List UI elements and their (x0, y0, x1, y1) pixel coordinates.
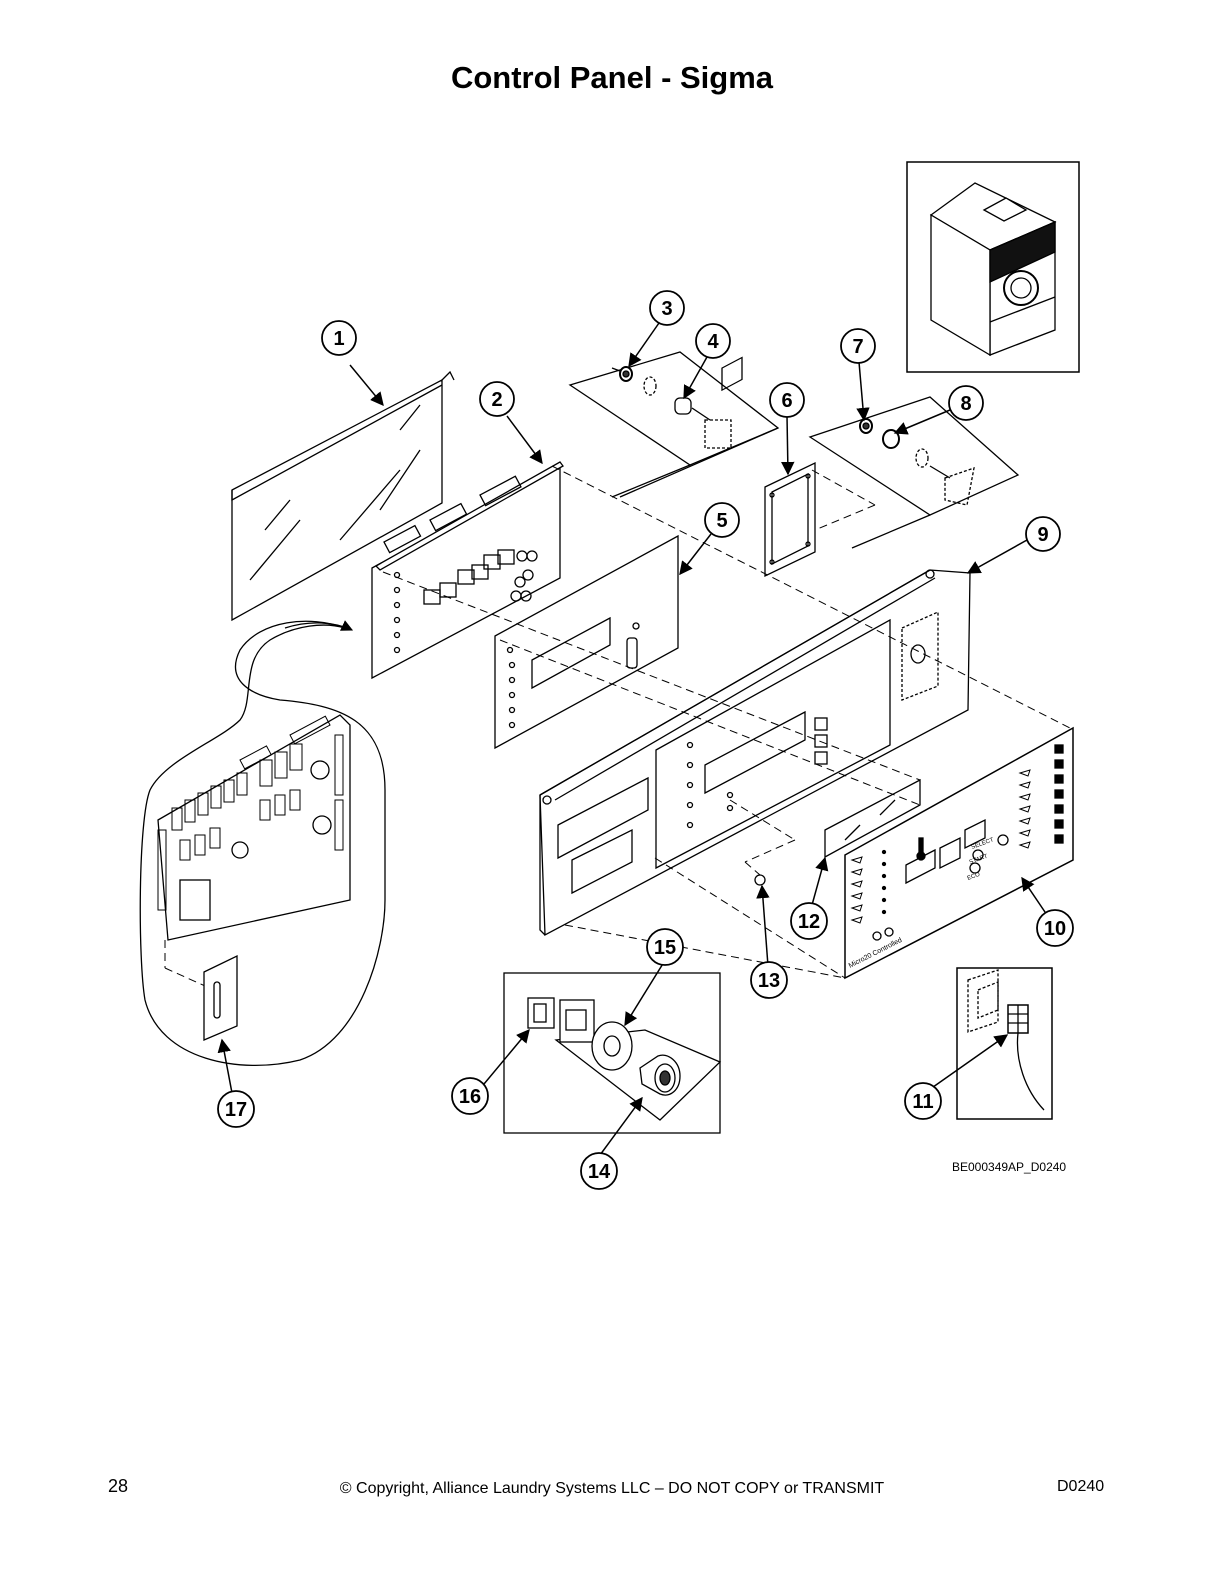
callout-6-label: 6 (781, 390, 792, 412)
callout-7-label: 7 (852, 336, 863, 358)
callout-5: 5 (704, 502, 740, 538)
figure-code: BE000349AP_D0240 (952, 1160, 1067, 1174)
callout-13: 13 (750, 961, 788, 999)
mounting-plate-part (494, 534, 679, 750)
callout-1-label: 1 (333, 328, 344, 350)
knob-detail-plane-7-8 (808, 396, 1020, 549)
callout-15-label: 15 (654, 937, 676, 959)
page-number: 28 (108, 1476, 129, 1496)
page-title: Control Panel - Sigma (450, 60, 774, 95)
pcb-detail-bubble (139, 620, 386, 1066)
callout-2: 2 (479, 381, 515, 417)
callout-7: 7 (840, 328, 876, 364)
decal-eco-label: ECO (967, 872, 982, 882)
machine-thumbnail (906, 161, 1080, 373)
callout-10: 10 (1036, 909, 1074, 947)
callout-12-label: 12 (798, 911, 820, 933)
e-stop-detail-inset (503, 972, 722, 1134)
callout-1: 1 (321, 320, 357, 356)
callout-2-label: 2 (491, 389, 502, 411)
front-decal-part: SELECT START ECO Micro20 Controlled (844, 726, 1074, 980)
callout-9-label: 9 (1037, 524, 1048, 546)
harness-detail-inset (956, 967, 1053, 1120)
callout-3: 3 (649, 290, 685, 326)
callout-16-label: 16 (459, 1086, 481, 1108)
display-lens-part (824, 778, 921, 859)
callout-15: 15 (646, 928, 684, 966)
callout-8: 8 (948, 385, 984, 421)
callout-5-label: 5 (716, 510, 727, 532)
callout-4: 4 (695, 323, 731, 359)
callout-13-label: 13 (758, 970, 780, 992)
callout-14: 14 (580, 1152, 618, 1190)
callout-17: 17 (217, 1090, 255, 1128)
glass-window-part (231, 370, 455, 622)
circuit-board-part (371, 461, 564, 680)
small-button-part (754, 874, 766, 886)
callout-12: 12 (790, 902, 828, 940)
copyright-notice: © Copyright, Alliance Laundry Systems LL… (339, 1480, 885, 1497)
callout-6: 6 (769, 382, 805, 418)
callout-4-label: 4 (707, 331, 719, 353)
control-panel-housing (539, 356, 971, 937)
callout-3-label: 3 (661, 298, 672, 320)
callout-16: 16 (451, 1077, 489, 1115)
gasket-frame-part (764, 461, 816, 578)
callout-9: 9 (1025, 516, 1061, 552)
document-code: D0240 (1057, 1478, 1105, 1495)
callout-17-label: 17 (225, 1099, 247, 1121)
callout-10-label: 10 (1044, 918, 1066, 940)
callout-8-label: 8 (960, 393, 971, 415)
callout-11-label: 11 (912, 1091, 933, 1113)
knob-detail-plane-3-4 (568, 351, 780, 498)
leader-lines (217, 322, 1048, 1156)
callout-14-label: 14 (588, 1161, 611, 1183)
callout-11: 11 (904, 1082, 942, 1120)
